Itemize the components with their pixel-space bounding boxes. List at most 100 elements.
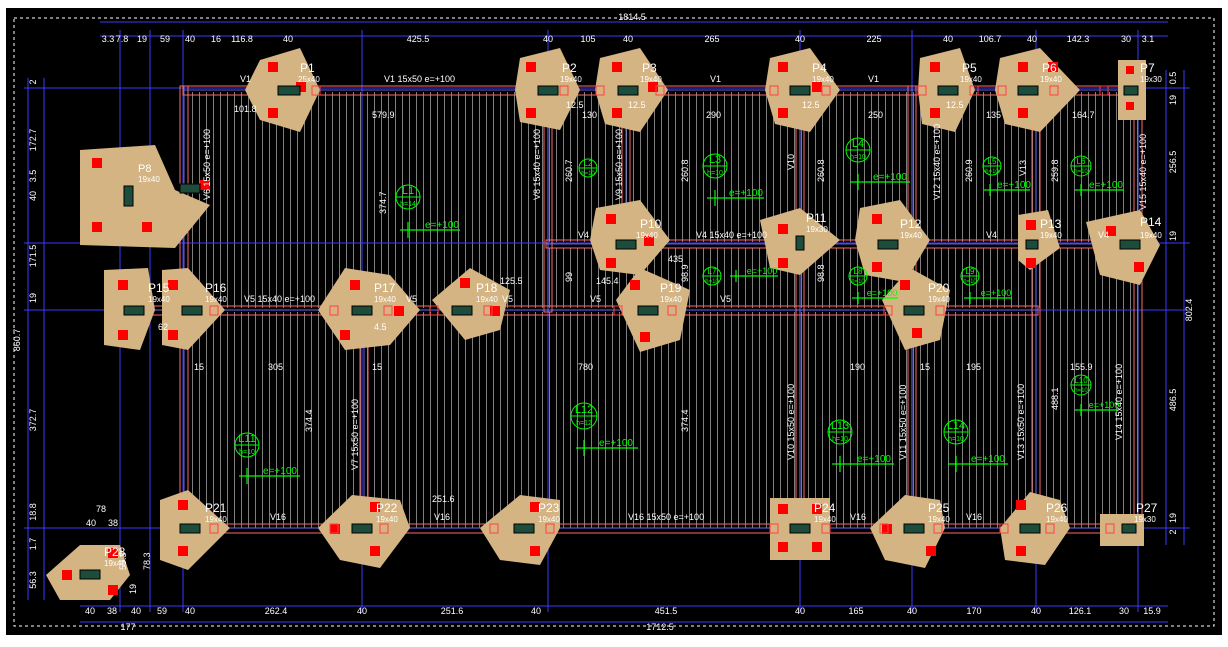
- pillar-size: 19x40: [640, 75, 662, 84]
- beam-label-vertical: V6 15x50 e=+100: [202, 129, 212, 200]
- inner-dim: 135: [986, 110, 1001, 120]
- slab-h: h=10: [581, 171, 595, 177]
- slab-id: L13: [831, 420, 849, 432]
- dim-bottom: 15.9: [1143, 606, 1161, 616]
- pillar-size: 19x40: [1140, 231, 1162, 240]
- inner-dim: 4.5: [374, 322, 387, 332]
- dim-bottom: 40: [531, 606, 541, 616]
- pillar-label: P19: [660, 281, 682, 295]
- inner-dim: 260.8: [680, 159, 690, 182]
- pillar-label: P16: [205, 281, 227, 295]
- pillar-label: P28: [104, 545, 126, 559]
- dim-top: 16: [211, 34, 221, 44]
- pillar-size: 19x40: [900, 231, 922, 240]
- beam-label-vertical: V9 15x50 e=+100: [614, 129, 624, 200]
- beam-label-vertical: V12 15x40 e=+100: [932, 124, 942, 200]
- slab-e: e=+100: [857, 454, 891, 465]
- slab-id: L7: [708, 267, 717, 276]
- dim-top: 19: [137, 34, 147, 44]
- slab-e: e=+100: [599, 438, 633, 449]
- inner-dim: 780: [578, 362, 593, 372]
- dim-bottom: 451.5: [655, 606, 678, 616]
- slab-e: e=+100: [997, 180, 1031, 191]
- dim-bottom: 262.4: [265, 606, 288, 616]
- beam-label-vertical: V10 15x50 e=+100: [786, 384, 796, 460]
- pillar-label: P25: [928, 501, 950, 515]
- beam-label-vertical: V13 15x50 e=+100: [1016, 384, 1026, 460]
- dim-right: 802.4: [1184, 299, 1194, 322]
- dims-top: 1814.5 3.3 7.8 19 59 40 16 116.8 40 425.…: [102, 12, 1155, 44]
- inner-dim: 15: [194, 362, 204, 372]
- pillar-size: 19x40: [205, 295, 227, 304]
- beam-label-vertical: V7 15x50 e=+100: [350, 399, 360, 470]
- pillar-size: 19x30: [806, 225, 828, 234]
- slab-id: L14: [947, 420, 965, 432]
- pillar-size: 19x40: [376, 515, 398, 524]
- dim-bottom: 38: [107, 606, 117, 616]
- inner-dim: 259.8: [1050, 159, 1060, 182]
- inner-dim: 145.4: [596, 276, 619, 286]
- dim-left: 372.7: [28, 409, 38, 432]
- pillar-size: 19x40: [476, 295, 498, 304]
- dim-bottom: 40: [185, 606, 195, 616]
- pillar-label: P4: [812, 61, 827, 75]
- dim-bottom: 30: [1119, 606, 1129, 616]
- dim-top: 105: [580, 34, 595, 44]
- inner-dim: 260.8: [816, 159, 826, 182]
- beam-label: V4: [986, 230, 997, 240]
- inner-dim: 374.4: [680, 409, 690, 432]
- beam-label: V16: [966, 512, 982, 522]
- dim-right: 19: [1168, 95, 1178, 105]
- pillar-size: 19x30: [1140, 75, 1162, 84]
- dim-top: 40: [283, 34, 293, 44]
- pillar-label: P1: [300, 61, 315, 75]
- inner-dim: 155.9: [1070, 362, 1093, 372]
- dim-top: 30: [1121, 34, 1131, 44]
- dim-bottom2: 1712.5: [646, 622, 674, 632]
- dim-right: 2: [1168, 529, 1178, 534]
- slab-h: h=12: [576, 420, 592, 427]
- beam-label: V4: [578, 230, 589, 240]
- slab-id: L8: [854, 267, 863, 276]
- slab-e: e=+100: [1089, 180, 1123, 191]
- dim-left: 56.3: [28, 571, 38, 589]
- slab-id: L5: [988, 157, 997, 166]
- beam-label: V5: [590, 294, 601, 304]
- dim-top: 40: [795, 34, 805, 44]
- inner-dim: 190: [850, 362, 865, 372]
- dim-right: 486.5: [1168, 389, 1178, 412]
- pillar-label: P10: [640, 217, 662, 231]
- dim-left: 171.5: [28, 245, 38, 268]
- inner-dim: 15: [920, 362, 930, 372]
- pillar-size: 19x30: [1134, 515, 1156, 524]
- inner-dim: 579.9: [372, 110, 395, 120]
- pillar-label: P13: [1040, 217, 1062, 231]
- pillar-blocks: [62, 62, 1144, 595]
- column-sections: [79, 85, 1141, 580]
- pillar-size: 19x40: [660, 295, 682, 304]
- pillar-size: 19x40: [538, 515, 560, 524]
- dim-bottom: 40: [131, 606, 141, 616]
- dim-top: 225: [866, 34, 881, 44]
- slab-id: L11: [238, 433, 256, 445]
- dim-top: 425.5: [407, 34, 430, 44]
- slab-h: h=10: [963, 279, 977, 285]
- pillar-label: P3: [642, 61, 657, 75]
- slab-id: L6: [1077, 157, 1086, 166]
- inner-dim: 251.6: [432, 494, 455, 504]
- slab-h: h=10: [985, 169, 999, 175]
- beam-label-vertical: V14 15x40 e=+100: [1114, 364, 1124, 440]
- pillar-label: P21: [205, 501, 227, 515]
- pillar-label: P14: [1140, 215, 1162, 229]
- beam-label: V4 15x40 e=+100: [696, 230, 767, 240]
- dim-right: 0.5: [1168, 72, 1178, 85]
- pillar-label: P8: [138, 163, 151, 175]
- inner-dim: 12.5: [566, 100, 584, 110]
- pillar-size: 19x40: [138, 175, 160, 184]
- inner-dim: 164.7: [1072, 110, 1095, 120]
- pillar-size: 19x40: [1040, 231, 1062, 240]
- beam-label: V5: [406, 294, 417, 304]
- inner-dim: 15: [372, 362, 382, 372]
